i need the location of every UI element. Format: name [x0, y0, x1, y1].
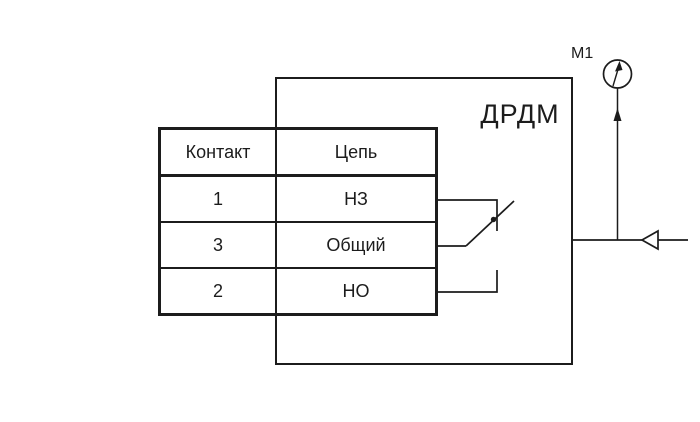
contact-number: 3 — [158, 221, 277, 269]
switch-symbol — [438, 199, 515, 293]
device-label: ДРДМ — [480, 99, 560, 129]
contact-dot-icon — [490, 216, 497, 223]
pressure-gauge-icon — [602, 59, 633, 240]
circuit-name: НО — [275, 267, 438, 316]
gauge-dial — [602, 59, 633, 89]
nc-contact-lead — [438, 199, 498, 231]
contact-number: 2 — [158, 267, 277, 316]
pressure-inlet-line — [572, 229, 688, 251]
circuit-name: Общий — [275, 221, 438, 269]
switch-blade — [465, 200, 515, 247]
up-arrow-icon — [613, 108, 622, 121]
contact-column-header: Контакт — [158, 127, 277, 177]
gauge-label: М1 — [571, 45, 594, 62]
circuit-name: НЗ — [275, 174, 438, 223]
contact-number: 1 — [158, 174, 277, 223]
no-contact-lead — [438, 270, 498, 293]
contact-table: Контакт Цепь 1 НЗ 3 Общий 2 НО — [158, 127, 438, 316]
circuit-column-header: Цепь — [275, 127, 438, 177]
gauge-needle-tip — [615, 61, 623, 72]
flow-arrow-icon — [640, 229, 659, 251]
table-row-common: 3 Общий — [158, 221, 438, 269]
table-row-no: 2 НО — [158, 267, 438, 316]
table-header-row: Контакт Цепь — [158, 127, 438, 177]
table-row-nc: 1 НЗ — [158, 174, 438, 223]
